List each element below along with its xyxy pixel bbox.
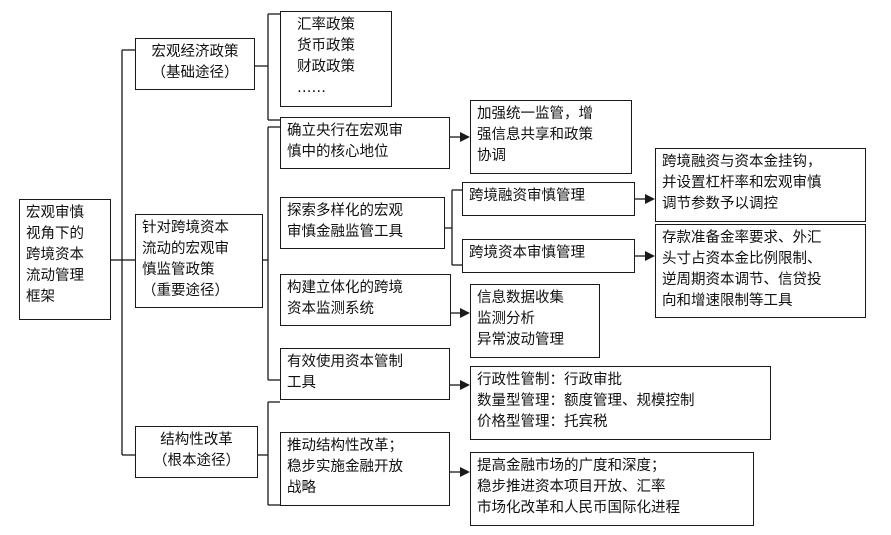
central-bank-core-box: 确立央行在宏观审 慎中的核心地位 [280,117,450,169]
diversified-tools-box: 探索多样化的宏观 审慎金融监管工具 [280,197,445,249]
root-framework-box: 宏观审慎 视角下的 跨境资本 流动管理 框架 [19,199,111,320]
macroprudential-policy-box: 针对跨境资本 流动的宏观审 慎监管政策 （重要途径） [135,214,263,308]
macro-policies-list: 汇率政策 货币政策 财政政策 …… [280,11,392,107]
monitoring-system-box: 构建立体化的跨境 资本监测系统 [280,274,451,326]
capital-controls-box: 有效使用资本管制 工具 [280,348,450,400]
cross-border-financing-box: 跨境融资审慎管理 [462,182,635,216]
central-bank-detail-box: 加强统一监管，增 强信息共享和政策 协调 [470,100,632,174]
monitoring-detail-box: 信息数据收集 监测分析 异常波动管理 [470,284,600,358]
macro-economic-policy-box: 宏观经济政策 （基础途径） [135,38,255,90]
cross-border-capital-box: 跨境资本审慎管理 [462,239,635,273]
reform-detail-box: 提高金融市场的广度和深度； 稳步推进资本项目开放、汇率 市场化改革和人民币国际化… [470,452,754,526]
capital-detail-box: 存款准备金率要求、外汇 头寸占资本金比例限制、 逆周期资本调节、信贷投 向和增速… [655,224,866,318]
structural-reform-strategy-box: 推动结构性改革； 稳步实施金融开放 战略 [280,432,450,506]
controls-detail-box: 行政性管制：行政审批 数量型管理：额度管理、规模控制 价格型管理：托宾税 [470,366,771,440]
financing-detail-box: 跨境融资与资本金挂钩， 并设置杠杆率和宏观审慎 调节参数予以调控 [655,148,866,222]
structural-reform-box: 结构性改革 （根本途径） [135,426,258,478]
